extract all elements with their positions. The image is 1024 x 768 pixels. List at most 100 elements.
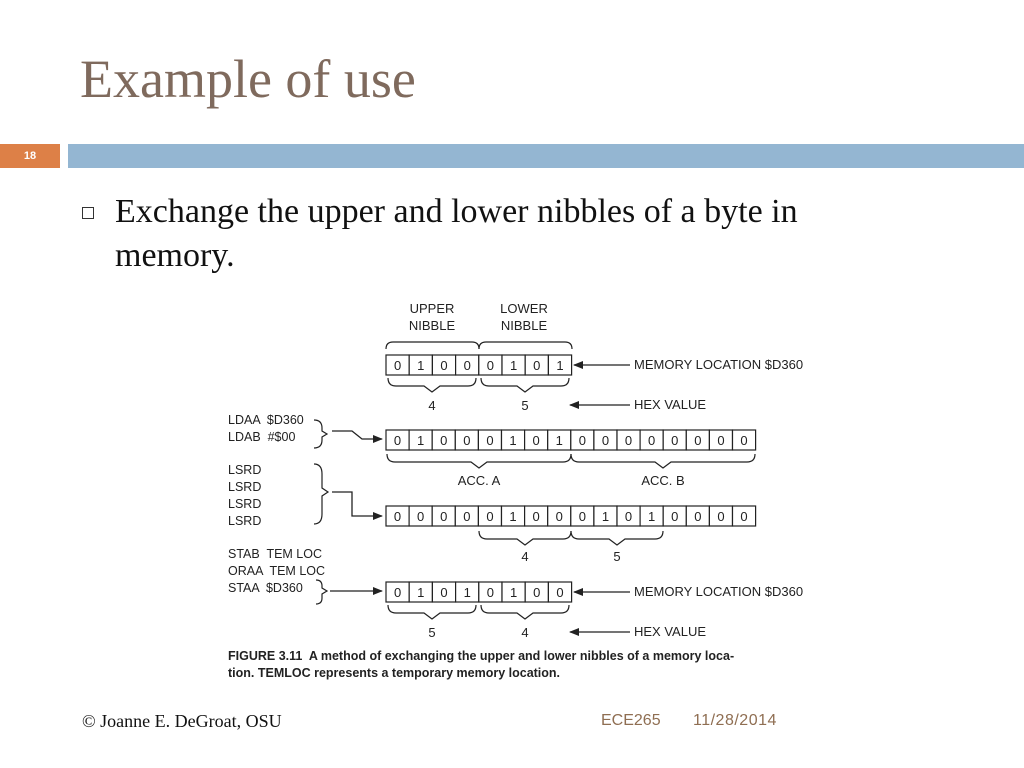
code-staa: STAA $D360 [228,581,303,595]
bullet-line-1: Exchange the upper and lower nibbles of … [115,193,798,230]
shift-code-brace [313,463,330,525]
row3-brace-2 [570,530,664,546]
figure-caption-line-2: tion. TEMLOC represents a temporary memo… [228,666,560,680]
bullet-text: Exchange the upper and lower nibbles of … [115,190,975,278]
acc-a-brace [386,453,572,469]
row3-bit: 0 [394,509,401,524]
row1-hex-digit-1: 4 [428,398,435,413]
hex-value-label: HEX VALUE [634,397,706,412]
row3-hex-digit-1: 4 [521,549,528,564]
row2-bit: 0 [602,433,609,448]
lower-nibble-label-1: LOWER [500,301,548,316]
footer-course: ECE265 [601,712,661,729]
row2-bit: 0 [717,433,724,448]
row4-bit: 0 [533,585,540,600]
slide-title: Example of use [80,49,416,109]
row1-bit: 0 [487,358,494,373]
load-code-brace [313,419,329,449]
row3-bit: 0 [625,509,632,524]
row3-bit: 0 [417,509,424,524]
memory-byte-row: 0 1 0 0 0 1 0 1 [385,354,573,376]
row2-bit: 1 [556,433,563,448]
row3-bit: 0 [463,509,470,524]
footer-date: 11/28/2014 [693,712,777,729]
row2-cell [731,429,757,451]
code-lsrd-4: LSRD [228,514,261,528]
square-bullet-icon [82,207,94,219]
acc-b-brace [570,453,756,469]
row2-bit: 1 [417,433,424,448]
row3-bit: 0 [740,509,747,524]
code-ldab: LDAB #$00 [228,430,295,444]
row3-bit: 0 [694,509,701,524]
code-lsrd-3: LSRD [228,497,261,511]
code-lsrd-1: LSRD [228,463,261,477]
upper-nibble-label-1: UPPER [410,301,455,316]
row1-bit: 0 [464,358,471,373]
bullet-line-2: memory. [115,237,235,274]
slide-number: 18 [0,144,60,168]
row1-memory-label: MEMORY LOCATION $D360 [634,357,803,372]
row2-bit: 0 [533,433,540,448]
acc-b-label: ACC. B [641,473,684,488]
row3-bit: 1 [648,509,655,524]
row4-hex-digit-1: 5 [428,625,435,640]
row1-bit: 1 [510,358,517,373]
row2-bit: 0 [579,433,586,448]
row4-bit: 0 [440,585,447,600]
row3-bit: 0 [717,509,724,524]
store-code-brace [315,579,329,605]
figure-caption-line-1: FIGURE 3.11 A method of exchanging the u… [228,649,734,663]
hex-value-label-2: HEX VALUE [634,624,706,639]
row1-hex-digit-2: 5 [521,398,528,413]
row2-bit: 0 [440,433,447,448]
shift-arrow [332,491,383,520]
row2-bit: 0 [625,433,632,448]
row2-bit: 0 [648,433,655,448]
upper-nibble-label-2: NIBBLE [409,318,456,333]
row2-bit: 0 [740,433,747,448]
code-ldaa: LDAA $D360 [228,413,304,427]
title-divider-bar [68,144,1024,168]
row3-hex-digit-2: 5 [613,549,620,564]
lower-nibble-brace [478,341,573,350]
row3-bit: 0 [579,509,586,524]
row4-cell [547,581,573,603]
row1-bit: 1 [417,358,424,373]
row3-bit: 1 [509,509,516,524]
shifted-register-row: 0 0 0 0 0 1 0 0 0 1 0 1 0 0 0 0 [385,505,757,527]
lower-nibble-label-2: NIBBLE [501,318,548,333]
row4-bit: 0 [487,585,494,600]
row4-bit: 1 [417,585,424,600]
row4-bit: 1 [510,585,517,600]
acc-a-label: ACC. A [458,473,501,488]
row1-bit: 0 [440,358,447,373]
upper-nibble-brace [385,341,480,350]
row3-bit: 0 [440,509,447,524]
row3-cell [731,505,757,527]
row3-bit: 1 [602,509,609,524]
row1-bit: 1 [556,358,563,373]
row3-bit: 0 [556,509,563,524]
row2-bit: 1 [509,433,516,448]
footer-author: © Joanne E. DeGroat, OSU [82,711,282,731]
row3-bit: 0 [486,509,493,524]
row1-bit: 0 [533,358,540,373]
row2-bit: 0 [486,433,493,448]
row4-bit: 1 [464,585,471,600]
row4-hex-digit-2: 4 [521,625,528,640]
row1-bit: 0 [394,358,401,373]
row1-brace-lower [480,377,570,393]
code-lsrd-2: LSRD [228,480,261,494]
row2-bit: 0 [463,433,470,448]
row3-bit: 0 [671,509,678,524]
row3-bit: 0 [533,509,540,524]
load-arrow [332,430,383,443]
row2-bit: 0 [671,433,678,448]
row1-cell [547,354,573,376]
row4-brace-lower [480,604,570,620]
row2-bit: 0 [394,433,401,448]
